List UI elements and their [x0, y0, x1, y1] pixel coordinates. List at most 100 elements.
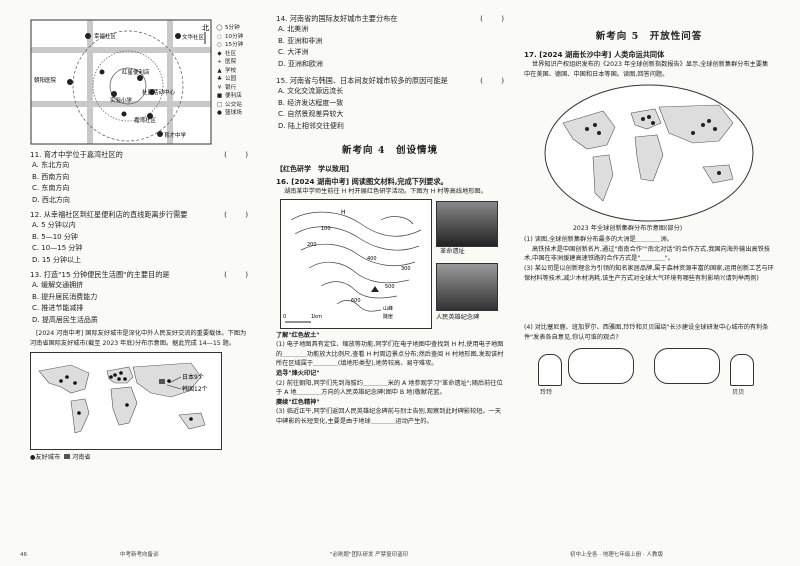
q16-p1-title: 了解"红色故土": [276, 331, 320, 339]
legend-hospital: +医院: [217, 59, 237, 65]
q17-p4: (4) 对比塞尼鹿、班加罗尔、西雅图,玲玲和贝贝围绕"长沙建设全球研发中心城市的…: [524, 324, 769, 341]
q12-option-a[interactable]: A. 5 分钟以内: [32, 221, 76, 229]
legend-store: ■便利店: [216, 93, 242, 99]
legend-peak: 山峰: [383, 305, 393, 312]
q12-stem: 12. 从幸福社区到红星便利店的直线距离步行需要( ): [30, 210, 248, 219]
legend-bus: □公交站: [216, 101, 242, 108]
legend-park: ♣公园: [216, 76, 237, 82]
photo-caption-monument: 人民英雄纪念碑: [436, 313, 480, 321]
map1-label-jiawan: 嘉湾社区: [134, 116, 157, 124]
q14-option-c[interactable]: C. 大洋洲: [278, 48, 309, 56]
q15-option-c[interactable]: C. 自然景观差异较大: [278, 110, 344, 118]
q12-option-b[interactable]: B. 5—10 分钟: [32, 232, 78, 241]
scale-zero: 0: [283, 314, 286, 320]
legend-school: ▲学校: [217, 67, 237, 74]
q14-option-d[interactable]: D. 亚洲和欧洲: [278, 59, 323, 68]
section-5-title: 新考向 5 开放性问答: [595, 31, 703, 42]
q15-option-a[interactable]: A. 文化交流源远流长: [278, 87, 344, 95]
footer-right: 初中上全各 · 地理七年级上册 · 人教版: [570, 552, 663, 558]
legend-5min: ◯5分钟: [216, 25, 240, 31]
q13-option-d[interactable]: D. 提高居民生活品质: [32, 315, 98, 324]
q14-option-b[interactable]: B. 亚洲和非洲: [278, 36, 323, 45]
q16-p3: (3) 临近正午,同学们返回人民英雄纪念碑前与烈士告别,观察到此时碑影较短。一天…: [276, 408, 502, 425]
friendship-world-map: 日本9个 韩国12个: [30, 352, 222, 451]
contour-label-h: H: [341, 209, 346, 216]
speech-bubble-left: [568, 348, 634, 385]
q13-option-b[interactable]: B. 提升居民消费能力: [32, 292, 98, 301]
q11-option-b[interactable]: B. 西南方向: [32, 172, 70, 181]
q16-p1: (1) 电子地图具有定位、缩放等功能,同学们在电子地图中查找到 H 村,使用电子…: [276, 341, 504, 368]
contour-map: H 300 500 200 600 400 100 0 1km 山峰 陡崖: [280, 198, 432, 329]
q17-answer-space[interactable]: [524, 283, 774, 323]
contour-label-600: 600: [351, 298, 361, 304]
beibei-figure: [730, 354, 754, 387]
q12-option-d[interactable]: D. 15 分钟以上: [32, 255, 81, 264]
footer-mid: "必刷题"团队研发 严禁复印盗印: [330, 552, 409, 558]
north-label: 北: [202, 24, 209, 32]
map1-label-hospital: 朝阳医院: [34, 76, 57, 84]
innovation-cluster-map: 2023 年全球创新集群分布示意图(部分): [543, 83, 755, 232]
legend-bank: ¥银行: [217, 84, 237, 91]
contour-label-100: 100: [321, 226, 331, 232]
photo-revolution-site: [436, 200, 498, 247]
q12-option-c[interactable]: C. 10—15 分钟: [32, 244, 83, 252]
map1-label-yucai: 育才中学: [164, 131, 187, 139]
q16-p2-title: 追寻"烽火印记": [276, 369, 320, 377]
q13-option-c[interactable]: C. 推进节能减排: [32, 304, 84, 312]
q11-option-a[interactable]: A. 东北方向: [32, 161, 70, 169]
legend-10min: ◌10分钟: [217, 33, 244, 40]
q14-option-a[interactable]: A. 北美洲: [278, 25, 309, 33]
photo-caption-revolution: 革命遗址: [440, 247, 465, 255]
q14-stem: 14. 河南省的国际友好城市主要分布在( ): [276, 14, 504, 23]
world-map-svg: 日本9个 韩国12个: [38, 362, 208, 434]
q17-stem: 17. [2024 湖南长沙中考] 人类命运共同体: [524, 50, 665, 59]
map1-label-xingfu: 幸福社区: [94, 32, 117, 40]
q11-option-d[interactable]: D. 西北方向: [32, 195, 70, 204]
legend-15min: ○15分钟: [217, 42, 244, 48]
map1-label-wenhua: 文华社区: [182, 33, 205, 41]
left-column: 北 朝阳医院 红星便利店 文华社区 幸福社区 实验小学 社区活动中心 嘉湾社区 …: [30, 14, 248, 463]
q16-stem: 16. [2024 湖南中考] 阅读图文材料,完成下列要求。: [276, 177, 448, 186]
footer-page-number: 46: [20, 552, 27, 558]
speech-bubble-right: [654, 348, 720, 385]
scale-1km: 1km: [311, 314, 322, 320]
q11-stem: 11. 育才中学位于嘉湾社区的( ): [30, 150, 248, 159]
map2-legend: ●友好城市 河南省: [30, 454, 91, 462]
korea-count-label: 韩国12个: [182, 385, 208, 393]
legend-community: ◆社区: [217, 50, 237, 57]
section-4-title: 新考向 4 创设情境: [342, 145, 438, 156]
map1-legend: ◯5分钟 ◌10分钟 ○15分钟 ◆社区 +医院 ▲学校 ♣公园 ¥银行 ■便利…: [216, 24, 248, 118]
q15-option-b[interactable]: B. 经济发达程度一致: [278, 98, 344, 107]
q11-option-c[interactable]: C. 东南方向: [32, 184, 70, 192]
name-lingling: 玲玲: [540, 389, 553, 397]
lingling-figure: [538, 354, 562, 387]
globe-map-svg: [544, 84, 754, 222]
q16-p2: (2) 前往朝阳,同学们先到海拔约＿＿＿＿米的 A 地参观学习"革命遗址";随后…: [276, 379, 503, 397]
map1-label-store: 红星便利店: [122, 68, 150, 76]
contour-label-400: 400: [367, 256, 377, 262]
map1-label-school: 实验小学: [110, 96, 133, 104]
q15-option-d[interactable]: D. 陆上相邻交往便利: [278, 121, 344, 130]
footer-left-title: 中考新考向备训: [120, 552, 159, 558]
contour-label-300: 300: [401, 266, 411, 272]
legend-cliff: 陡崖: [383, 313, 393, 320]
q13-option-a[interactable]: A. 缓解交通拥挤: [32, 281, 84, 289]
middle-column: 14. 河南省的国际友好城市主要分布在( ) A. 北美洲 B. 亚洲和非洲 C…: [276, 14, 504, 427]
map1-label-center: 社区活动中心: [142, 88, 176, 96]
photo-monument: [436, 262, 498, 311]
q17-p2: 高铁技术是中国创新名片,通过"南南合作""南北对话"的合作方式,我国向海外输出高…: [524, 245, 771, 263]
q16-material: 湖南某中学师生前往 H 村开展红色研学活动。下图为 H 村等高线地形图。: [284, 188, 487, 195]
q14-intro: [2024 河南中考] 国际友好城市是深化中外人民友好交流的重要载体。下图为河南…: [30, 330, 247, 347]
name-beibei: 贝贝: [732, 389, 745, 397]
q17-p1: (1) 读图,全球创新集群分布最多的大洲是＿＿＿＿洲。: [524, 236, 673, 244]
dialogue-illustration: 玲玲 贝贝: [524, 348, 774, 406]
q17-material: 世界知识产权组织发布的《2023 年全球创新指数报告》显示,全球创新集群分布主要…: [524, 61, 769, 78]
contour-map-svg: H 300 500 200 600 400 100 0 1km 山峰 陡崖: [283, 209, 422, 323]
cluster-map-title: 2023 年全球创新集群分布示意图(部分): [573, 224, 683, 232]
q13-stem: 13. 打造"15 分钟便民生活圈"的主要目的是( ): [30, 270, 248, 279]
contour-map-block: H 300 500 200 600 400 100 0 1km 山峰 陡崖 革命…: [276, 198, 504, 331]
peak-symbol: [371, 285, 379, 292]
q16-p3-title: 赓续"红色精神": [276, 398, 320, 406]
q17-p3: (3) 某公司是以创新理念为引领的知名家居品牌,属于森林资源丰富的国家,运用创新…: [524, 264, 774, 282]
